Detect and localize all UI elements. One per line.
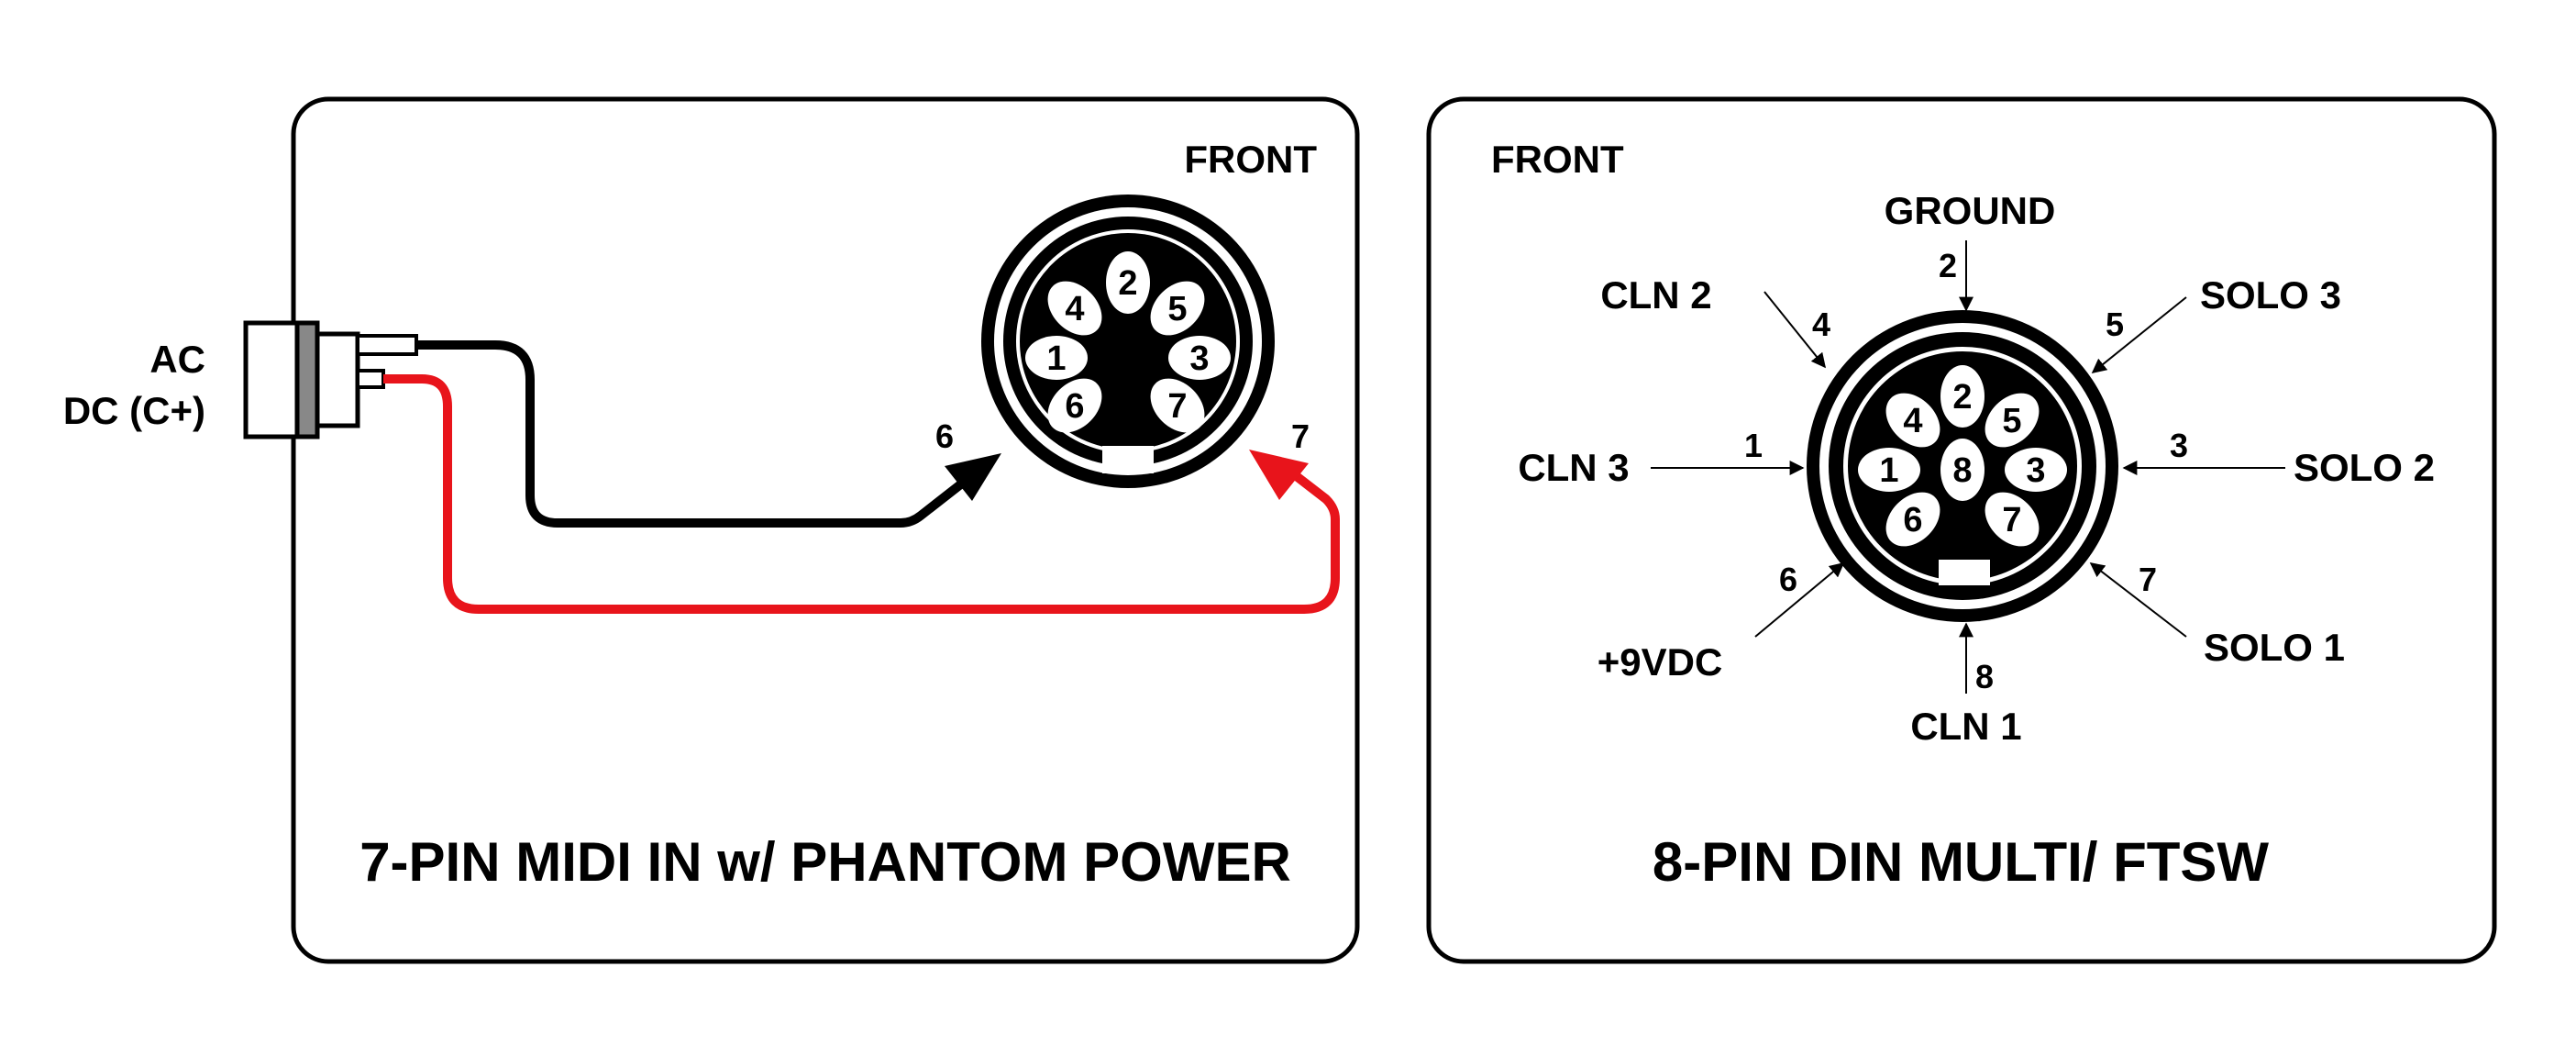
- wire-pin-label-6: 6: [935, 417, 954, 455]
- pad-number: 5: [2002, 402, 2021, 440]
- pad-shape: [1168, 336, 1231, 380]
- pad-shape: [1150, 281, 1205, 336]
- pin-name-solo3: SOLO 3: [2200, 273, 2341, 317]
- pad-pin-5: 5: [1150, 281, 1205, 336]
- red-wire: [383, 374, 1340, 614]
- din-8pin-connector: 1 2 3 4 5 6 78: [1807, 310, 2118, 622]
- pin-name-ground: GROUND: [1885, 189, 2056, 232]
- pad-pin-3: 3: [2005, 448, 2067, 492]
- callout-pin-5: 5: [2106, 306, 2124, 343]
- front-label: FRONT: [1491, 138, 1624, 181]
- pin-name-cln2: CLN 2: [1600, 273, 1711, 317]
- pad-pin-2: 2: [1106, 251, 1150, 314]
- jack-label-dc: DC (C+): [63, 389, 205, 432]
- pad-number: 3: [1189, 339, 1209, 378]
- pad-number: 1: [1046, 339, 1066, 378]
- pad-shape: [1940, 365, 1985, 428]
- pad-pin-5: 5: [1985, 393, 2040, 448]
- pin-name-solo2: SOLO 2: [2294, 446, 2435, 489]
- pad-number: 6: [1903, 501, 1922, 539]
- power-jack: [243, 320, 418, 439]
- pad-number: 7: [1167, 387, 1187, 426]
- pad-shape: [1047, 378, 1102, 433]
- pad-number: 1: [1879, 451, 1898, 490]
- pad-shape: [2005, 448, 2067, 492]
- pad-number: 4: [1065, 290, 1084, 328]
- panel-border: [1426, 96, 2497, 964]
- pad-pin-7: 7: [1150, 378, 1205, 433]
- pad-number: 3: [2026, 451, 2045, 490]
- callout-line-pin-6: [1754, 561, 1845, 638]
- pad-number: 2: [1952, 378, 1972, 417]
- pad-pin-1: 1: [1858, 448, 1920, 492]
- pin-name-cln1: CLN 1: [1910, 705, 2021, 748]
- pad-number: 5: [1167, 290, 1187, 328]
- connector-key: [1939, 560, 1990, 585]
- panel-title: 7-PIN MIDI IN w/ PHANTOM POWER: [359, 831, 1291, 893]
- pad-pin-6: 6: [1047, 378, 1102, 433]
- pad-number: 6: [1065, 387, 1084, 426]
- pad-shape: [1106, 251, 1150, 314]
- pad-shape: [1985, 393, 2040, 448]
- pad-shape: [1150, 378, 1205, 433]
- pad-shape: [1047, 281, 1102, 336]
- callout-pin-4: 4: [1812, 306, 1830, 343]
- callout-line-pin-5: [2091, 296, 2187, 374]
- jack-label-ac: AC: [149, 338, 205, 381]
- pin-name-solo1: SOLO 1: [2204, 626, 2345, 669]
- pad-shape: [1985, 492, 2040, 547]
- pad-pin-1: 1: [1025, 336, 1088, 380]
- callout-pin-1: 1: [1744, 427, 1763, 464]
- pad-number: 2: [1118, 264, 1137, 303]
- pad-number: 8: [1952, 451, 1972, 490]
- pad-pin-7: 7: [1985, 492, 2040, 547]
- pad-shape: [1885, 492, 1940, 547]
- pad-pin-4: 4: [1885, 393, 1940, 448]
- pin-name-9vdc: +9VDC: [1598, 640, 1723, 684]
- pad-pin-2: 2: [1940, 365, 1985, 428]
- din-7pin-connector: 1 2 3 4 5 6 7: [981, 195, 1275, 488]
- callout-pin-3: 3: [2170, 427, 2188, 464]
- red-wire-arrowhead: [1249, 450, 1309, 500]
- front-label: FRONT: [1184, 138, 1317, 181]
- panel-title: 8-PIN DIN MULTI/ FTSW: [1653, 831, 2270, 893]
- pad-number: 4: [1903, 402, 1922, 440]
- pad-pin-8: 8: [1940, 439, 1985, 501]
- black-wire-arrowhead: [945, 453, 1001, 501]
- pad-shape: [1885, 393, 1940, 448]
- callout-pin-6: 6: [1779, 561, 1797, 598]
- callout-pin-8: 8: [1975, 658, 1994, 695]
- pad-pin-6: 6: [1885, 492, 1940, 547]
- callout-line-pin-7: [2089, 562, 2187, 638]
- pad-shape: [1858, 448, 1920, 492]
- pad-pin-3: 3: [1168, 336, 1231, 380]
- pad-number: 7: [2002, 501, 2021, 539]
- callout-pin-7: 7: [2139, 561, 2157, 598]
- wire-pin-label-7: 7: [1291, 417, 1310, 455]
- connector-key: [1102, 446, 1154, 473]
- black-wire: [416, 340, 967, 528]
- panel-border: [291, 96, 1360, 964]
- callout-pin-2: 2: [1939, 247, 1957, 284]
- pad-shape: [1025, 336, 1088, 380]
- pin-name-cln3: CLN 3: [1518, 446, 1629, 489]
- callout-line-pin-4: [1763, 291, 1827, 369]
- pad-pin-4: 4: [1047, 281, 1102, 336]
- pad-shape: [1940, 439, 1985, 501]
